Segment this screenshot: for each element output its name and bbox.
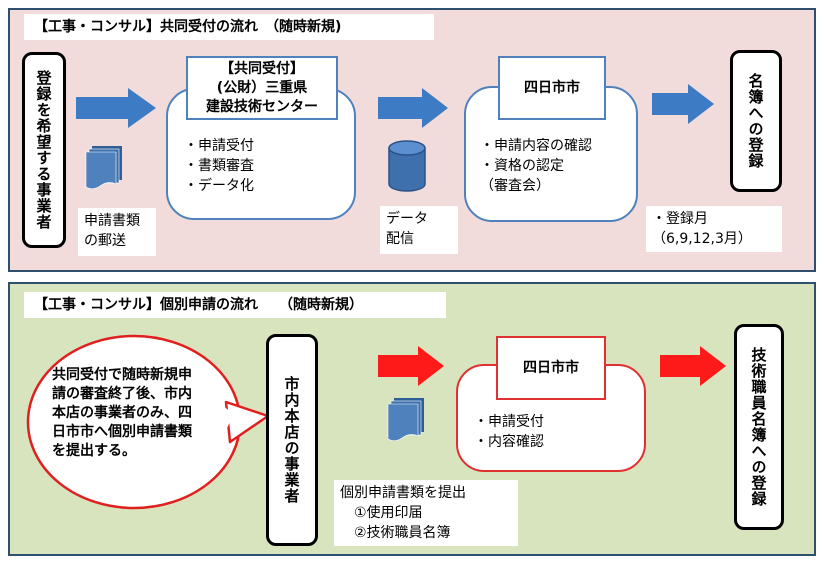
data-label-box: データ 配信 xyxy=(380,206,458,254)
center-header: 【共同受付】 (公財）三重県 建設技術センター xyxy=(186,56,338,120)
red-arrow-2 xyxy=(660,346,726,386)
applicant-label: 登録を希望する事業者 xyxy=(34,70,53,230)
submit-line3: ②技術職員名簿 xyxy=(340,525,451,541)
city-header-2: 四日市市 xyxy=(496,336,606,400)
panel2-title: 【工事・コンサル】個別申請の流れ （随時新規） xyxy=(24,292,446,318)
city-item-3: （審査会） xyxy=(480,178,550,194)
speech-bubble xyxy=(26,334,270,510)
applicant-box: 登録を希望する事業者 xyxy=(22,52,66,248)
submit-label-box: 個別申請書類を提出 ①使用印届 ②技術職員名簿 xyxy=(334,480,518,546)
arrow-3 xyxy=(652,84,714,124)
center-items: ・申請受付 ・書類審査 ・データ化 xyxy=(184,136,344,196)
city-header: 四日市市 xyxy=(498,56,606,120)
database-cylinder-icon xyxy=(388,140,426,192)
registry-label: 名簿への登録 xyxy=(746,73,765,169)
data-label-line1: データ xyxy=(386,211,428,227)
reg-month-box: ・登録月 （6,9,12,3月） xyxy=(646,206,782,252)
tech-registry-label: 技術職員名簿への登録 xyxy=(749,347,768,507)
city-item-1: ・申請内容の確認 xyxy=(480,138,592,154)
center-header-line3: 建設技術センター xyxy=(206,98,318,115)
city-item-2: ・資格の認定 xyxy=(480,158,564,174)
reg-month-line2: （6,9,12,3月） xyxy=(652,231,752,247)
panel1-title: 【工事・コンサル】共同受付の流れ （随時新規) xyxy=(24,14,434,40)
center-item-1: ・申請受付 xyxy=(184,138,254,154)
bubble-text: 共同受付で随時新規申請の審査終了後、市内本店の事業者のみ、四日市市へ個別申請書類… xyxy=(52,367,192,459)
registry-box: 名簿への登録 xyxy=(730,50,782,192)
submit-line1: 個別申請書類を提出 xyxy=(340,485,466,501)
submit-line2: ①使用印届 xyxy=(340,505,423,521)
local-applicant-label: 市内本店の事業者 xyxy=(282,376,301,504)
red-arrow-1 xyxy=(378,346,444,386)
local-applicant-box: 市内本店の事業者 xyxy=(266,334,318,546)
center-header-line2: (公財）三重県 xyxy=(216,79,308,96)
city-items-2: ・申請受付 ・内容確認 xyxy=(474,412,634,452)
arrow-1 xyxy=(76,88,156,128)
city-box xyxy=(464,86,638,222)
data-label-line2: 配信 xyxy=(386,231,414,247)
city2-item-2: ・内容確認 xyxy=(474,434,544,450)
center-item-2: ・書類審査 xyxy=(184,158,254,174)
center-item-3: ・データ化 xyxy=(184,178,254,194)
arrow-2 xyxy=(378,88,448,128)
document-stack-icon xyxy=(85,146,122,190)
city2-item-1: ・申請受付 xyxy=(474,414,544,430)
document-stack-icon-2 xyxy=(387,398,424,442)
center-header-line1: 【共同受付】 xyxy=(220,60,304,77)
tech-registry-box: 技術職員名簿への登録 xyxy=(734,324,784,530)
reg-month-line1: ・登録月 xyxy=(652,211,708,227)
mail-label-line1: 申請書類 xyxy=(84,213,140,229)
mail-label-box: 申請書類 の郵送 xyxy=(78,208,156,256)
mail-label-line2: の郵送 xyxy=(84,233,126,249)
city-items: ・申請内容の確認 ・資格の認定 （審査会） xyxy=(480,136,634,196)
